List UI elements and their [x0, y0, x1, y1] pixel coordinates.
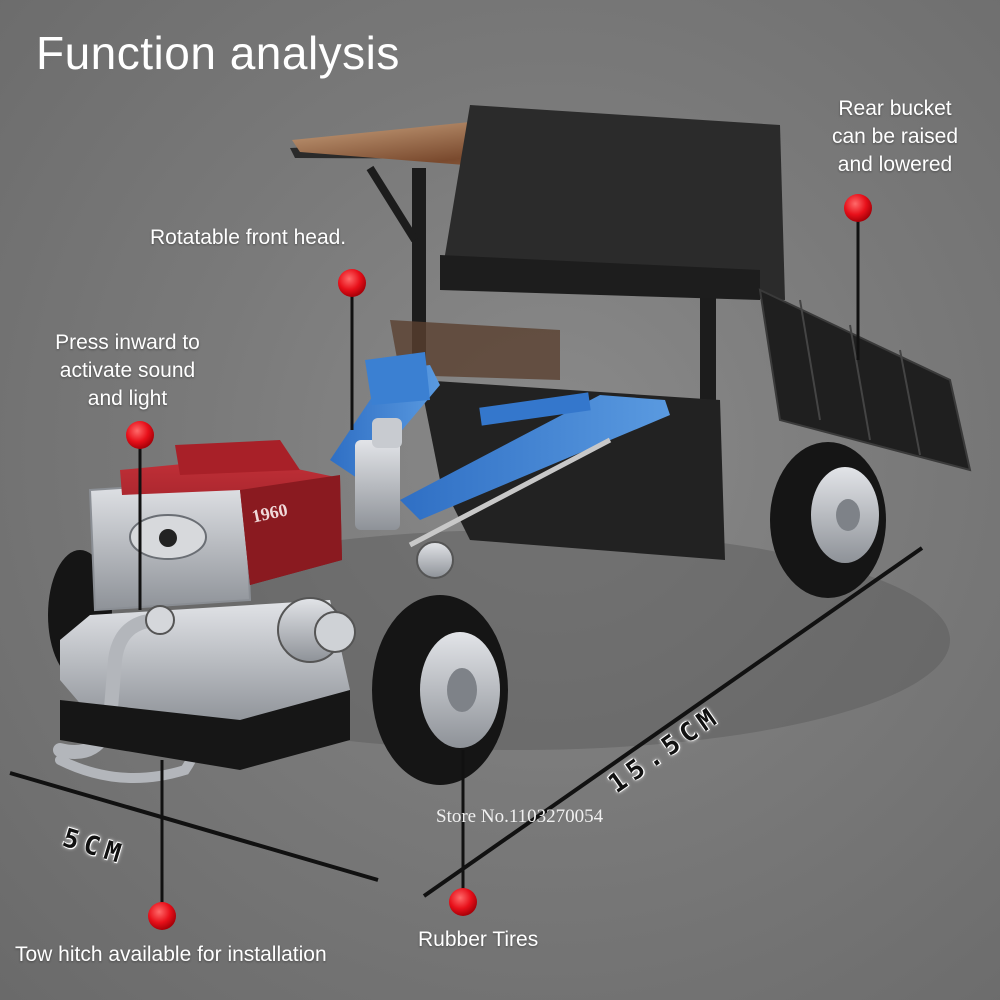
- tow-hitch-label: Tow hitch available for installation: [15, 943, 327, 966]
- front-head-label: Rotatable front head.: [150, 226, 347, 249]
- page-title: Function analysis: [36, 27, 400, 79]
- marker-dot-icon: [126, 421, 154, 449]
- marker-dot-icon: [338, 269, 366, 297]
- front-right-wheel: [372, 595, 508, 785]
- width-dimension-line: [9, 771, 379, 882]
- marker-dot-icon: [449, 888, 477, 916]
- store-watermark: Store No.1103270054: [436, 806, 604, 827]
- trailer-body: [420, 380, 725, 560]
- rear-wheel: [770, 442, 886, 598]
- rear-panel: [440, 105, 785, 300]
- rear-bucket: [758, 288, 972, 472]
- marker-dot-icon: [844, 194, 872, 222]
- engine: [53, 418, 454, 783]
- sound-light-label: Press inward to activate sound and light: [55, 331, 200, 410]
- marker-dot-icon: [148, 902, 176, 930]
- rubber-tires-label: Rubber Tires: [418, 928, 539, 951]
- rear-bucket-label: Rear bucket can be raised and lowered: [831, 97, 959, 176]
- length-dimension-line: [422, 546, 924, 898]
